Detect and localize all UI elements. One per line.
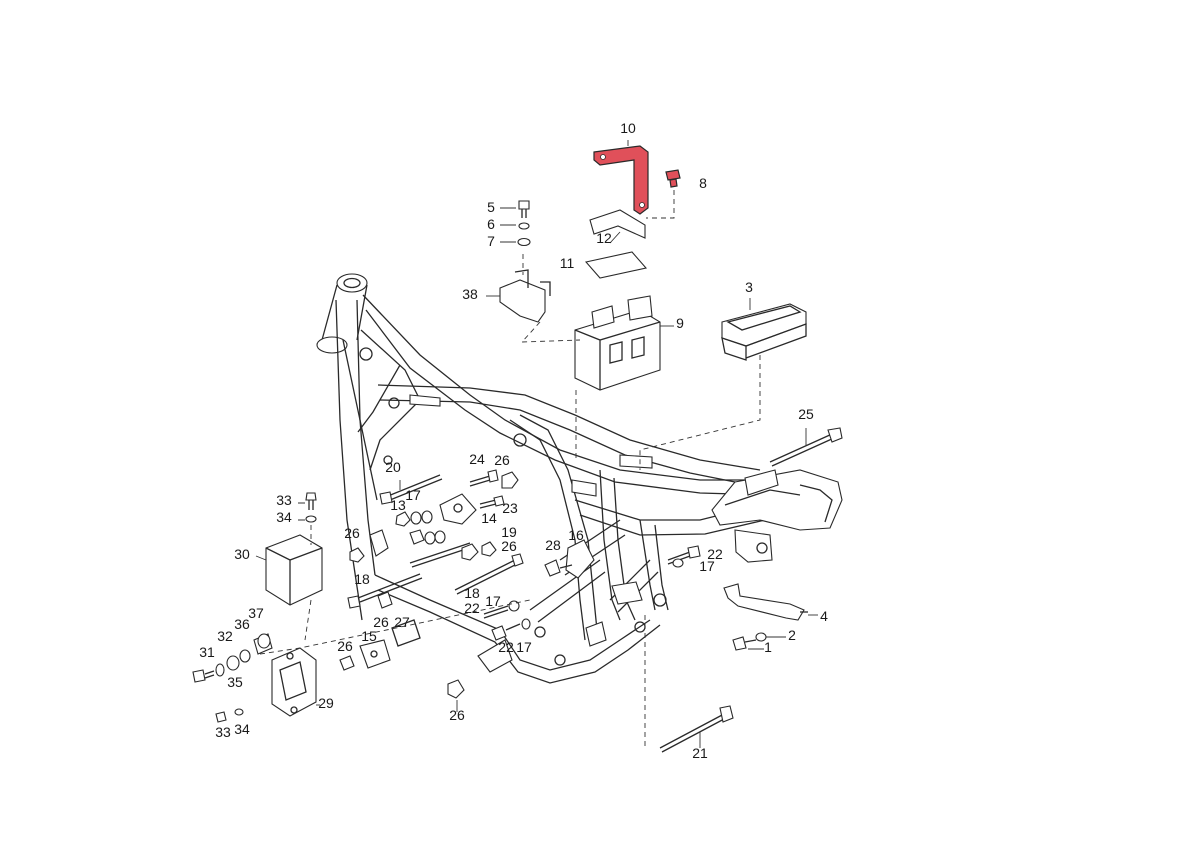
small-fasteners-mid (339, 469, 701, 712)
callout-8: 8 (699, 175, 707, 191)
callout-10: 10 (620, 120, 636, 136)
part-5-6-7-fasteners (500, 200, 531, 247)
callout-23: 23 (502, 500, 518, 516)
callout-18: 18 (354, 571, 370, 587)
callout-11: 11 (560, 255, 575, 271)
callout-25: 25 (798, 406, 814, 422)
callout-22: 22 (707, 546, 723, 562)
callout-36: 36 (234, 616, 250, 632)
callout-15: 15 (361, 628, 377, 644)
callout-19: 19 (501, 524, 517, 540)
part-21-long-bolt (644, 615, 734, 753)
callout-18: 18 (464, 585, 480, 601)
callout-37: 37 (248, 605, 264, 621)
callout-38: 38 (462, 286, 478, 302)
callout-16: 16 (568, 527, 584, 543)
part-10-handle-bracket (593, 140, 649, 215)
part-8-bolt (646, 169, 681, 219)
callout-9: 9 (676, 315, 684, 331)
callout-17: 17 (699, 558, 715, 574)
callout-2: 2 (788, 627, 796, 643)
part-38-bracket (486, 254, 581, 343)
part-29-mount-plate (271, 647, 320, 717)
callout-33: 33 (276, 492, 292, 508)
callout-26: 26 (494, 452, 510, 468)
callout-17: 17 (405, 487, 421, 503)
callout-27: 27 (394, 614, 410, 630)
part-3-tray (639, 298, 807, 470)
callout-26: 26 (501, 538, 517, 554)
callout-26: 26 (373, 614, 389, 630)
callout-34: 34 (234, 721, 250, 737)
main-frame (316, 273, 843, 684)
callout-22: 22 (464, 600, 480, 616)
part-20-bolt (379, 474, 443, 505)
parts-31-32-35-36-37-spacer-set (192, 599, 531, 683)
callout-13: 13 (390, 497, 406, 513)
callout-33: 33 (215, 724, 231, 740)
callout-30: 30 (234, 546, 250, 562)
callout-4: 4 (820, 608, 828, 624)
callout-24: 24 (469, 451, 485, 467)
callout-21: 21 (692, 745, 708, 761)
part-9-box (574, 295, 674, 460)
callout-29: 29 (318, 695, 334, 711)
callout-6: 6 (487, 216, 495, 232)
part-4-grab-handle (723, 583, 818, 651)
callout-34: 34 (276, 509, 292, 525)
part-30-cover (255, 534, 323, 606)
callout-26: 26 (449, 707, 465, 723)
callout-26: 26 (344, 525, 360, 541)
callout-31: 31 (199, 644, 215, 660)
callout-26: 26 (337, 638, 353, 654)
callout-28: 28 (545, 537, 561, 553)
callout-20: 20 (385, 459, 401, 475)
callout-12: 12 (596, 230, 612, 246)
part-11-plate (584, 251, 648, 279)
callout-35: 35 (227, 674, 243, 690)
callout-14: 14 (481, 510, 497, 526)
callout-7: 7 (487, 233, 495, 249)
callout-32: 32 (217, 628, 233, 644)
callout-17: 17 (485, 593, 501, 609)
part-25-long-bolt (769, 427, 843, 467)
callout-17: 17 (516, 639, 532, 655)
callout-1: 1 (764, 639, 772, 655)
callout-5: 5 (487, 199, 495, 215)
part-33-34-screw (215, 492, 317, 723)
callout-22: 22 (498, 639, 514, 655)
callout-3: 3 (745, 279, 753, 295)
part-12-cover (589, 209, 646, 244)
